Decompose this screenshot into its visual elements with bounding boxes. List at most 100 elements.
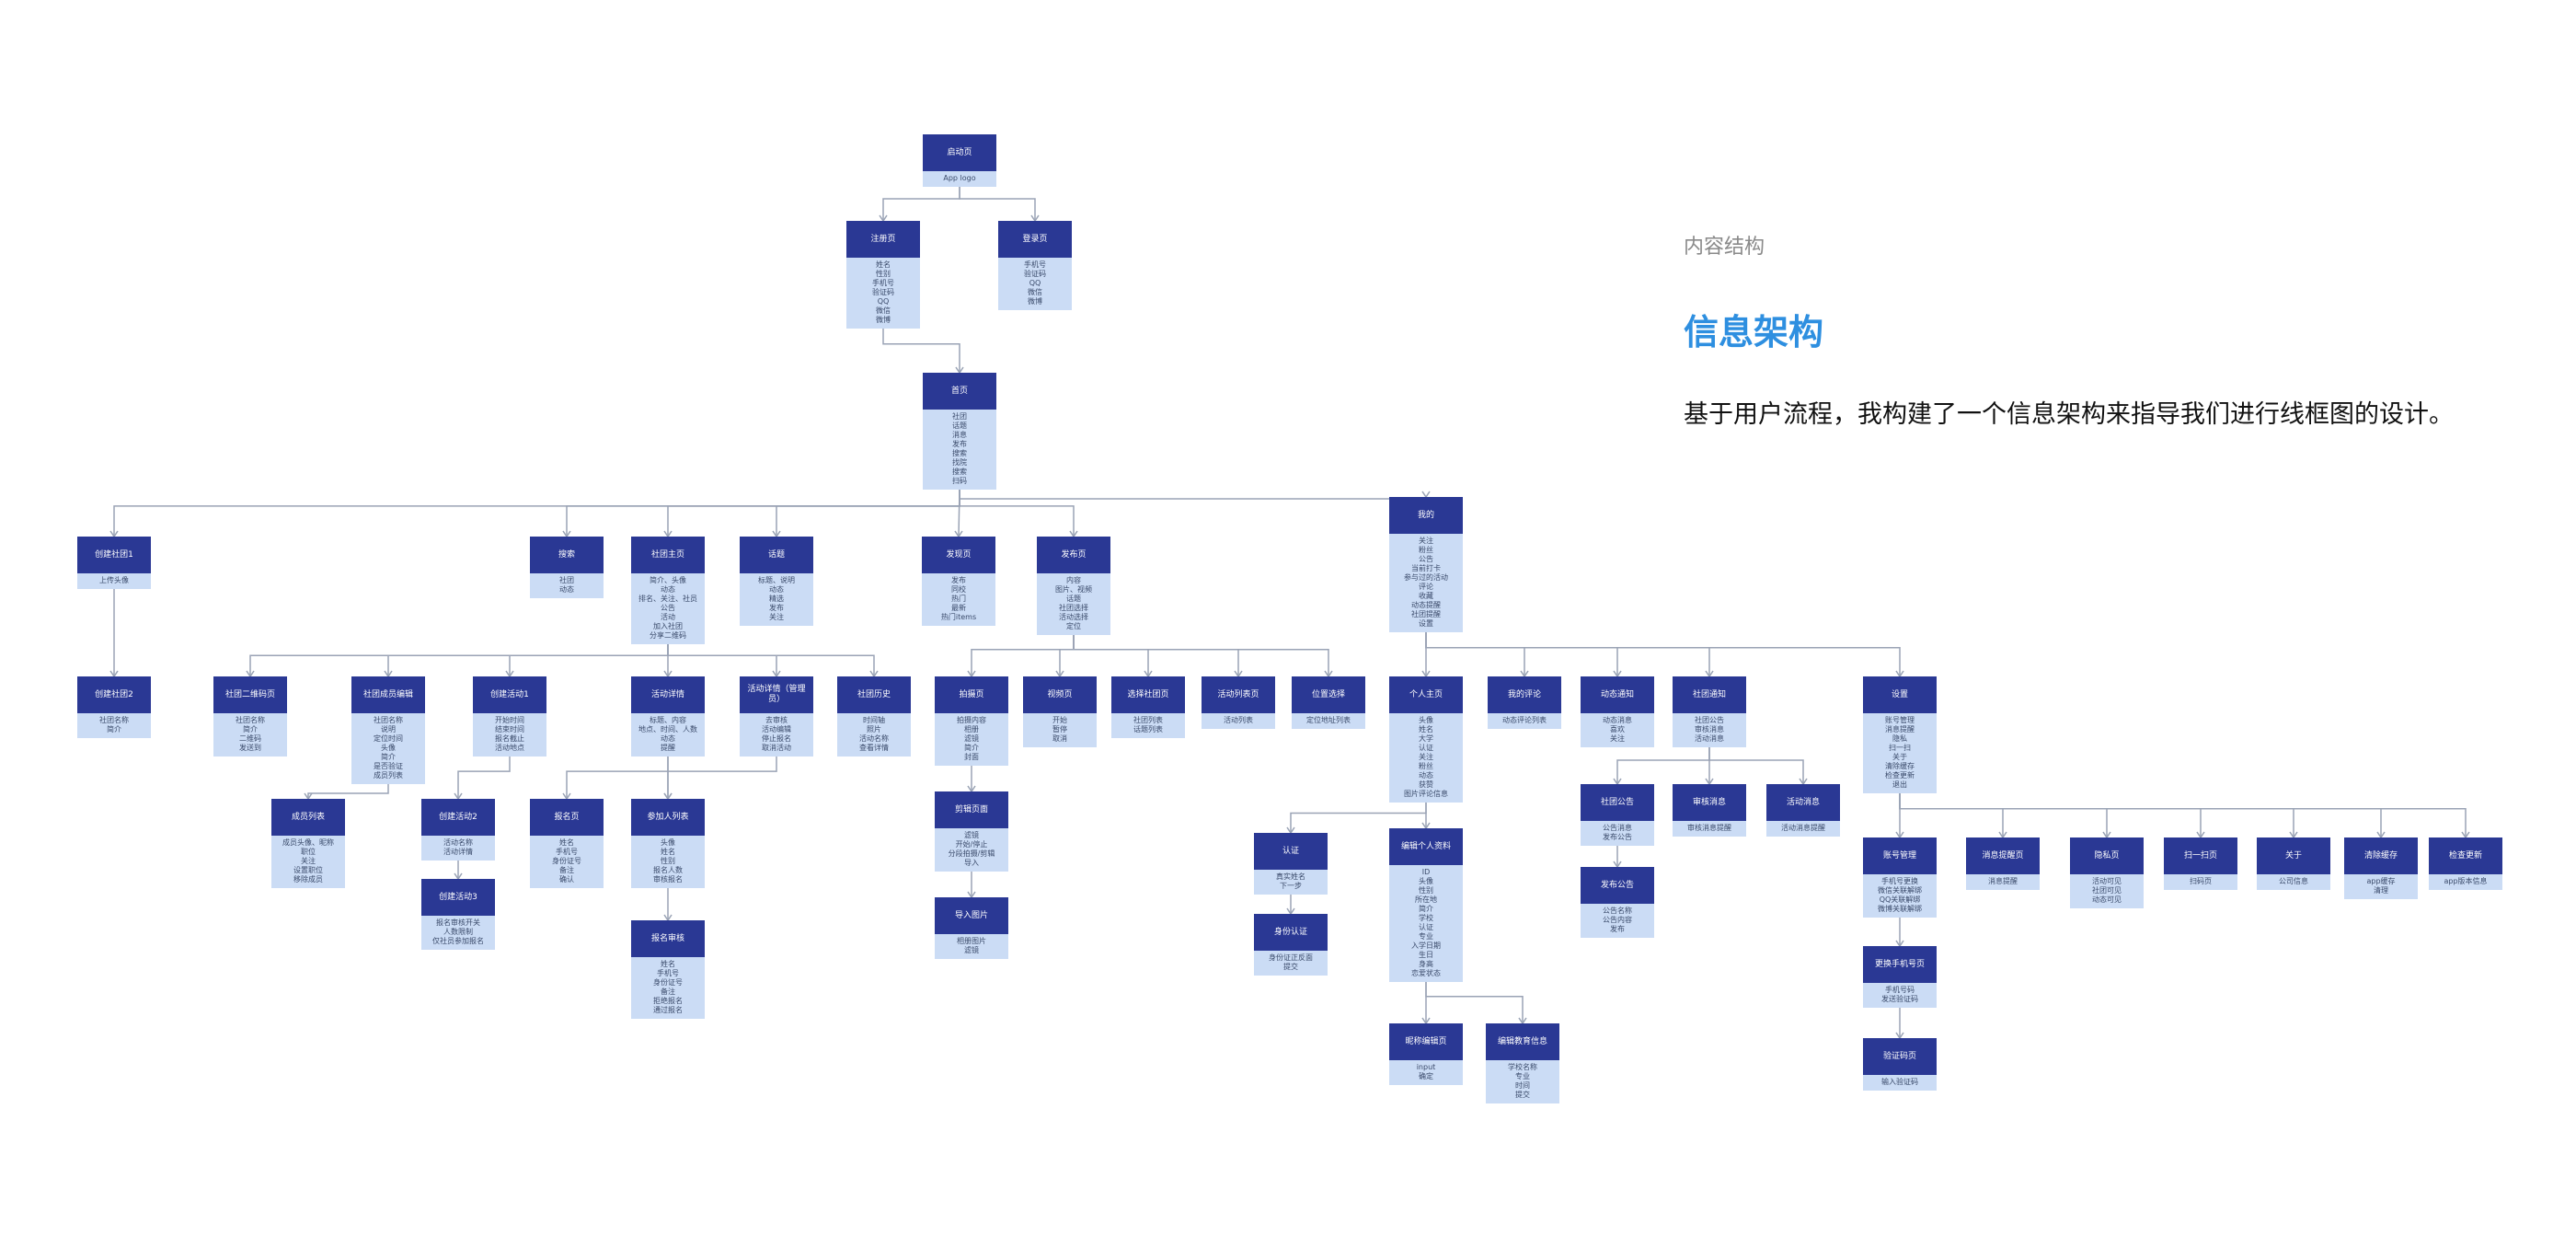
node-item: 动态	[559, 585, 574, 594]
node-items: 社团名称简介	[77, 713, 151, 738]
node-items: 公司信息	[2257, 874, 2330, 890]
node-item: 微信关联解绑	[1878, 886, 1922, 895]
connector-mine-mycomment	[1425, 632, 1525, 676]
node-item: 活动	[661, 613, 675, 621]
node-item: app版本信息	[2444, 877, 2488, 885]
node-title: 编辑个人资料	[1389, 828, 1463, 865]
connector-editprof-school	[1425, 982, 1524, 1023]
node-item: 活动编辑	[762, 725, 791, 734]
node-items: 时间轴照片活动名称查看详情	[837, 713, 911, 757]
node-item: 发布	[951, 576, 966, 584]
node-items: App logo	[923, 171, 996, 187]
node-title: 更换手机号页	[1863, 946, 1937, 983]
connector-club-members	[387, 644, 669, 676]
node-items: 姓名手机号身份证号备注确认	[530, 836, 604, 888]
node-item: 专业	[1419, 932, 1433, 941]
node-items: 输入验证码	[1863, 1075, 1937, 1091]
node-item: 图片、视频	[1055, 585, 1092, 594]
node-items: 活动消息提醒	[1766, 821, 1840, 837]
node-items: 真实姓名下一步	[1254, 870, 1328, 895]
connector-club-qrcode	[249, 644, 669, 676]
connector-settings-update	[1899, 793, 2467, 837]
node-title: 发布页	[1037, 537, 1110, 573]
node-item: 发布	[769, 604, 784, 612]
node-item: 扫码页	[2190, 877, 2212, 885]
node-title: 拍摄页	[935, 676, 1008, 713]
node-item: 头像	[1419, 877, 1433, 885]
node-title: 发现页	[922, 537, 995, 573]
node-items: 社团话题消息发布搜索找院搜索扫码	[923, 410, 996, 490]
node-item: 姓名	[876, 260, 891, 269]
node-item: 恋爱状态	[1411, 969, 1441, 977]
node-title: 创建活动3	[421, 879, 495, 916]
node-item: 头像	[661, 838, 675, 847]
node-items: 社团动态	[530, 573, 604, 598]
node-actsel: 活动列表页活动列表	[1202, 676, 1275, 729]
node-items: 动态评论列表	[1488, 713, 1561, 729]
node-item: 发布	[952, 440, 967, 448]
node-item: 关注	[301, 857, 316, 865]
node-title: 注册页	[846, 221, 920, 258]
node-item: app缓存	[2366, 877, 2396, 885]
node-items: 动态消息喜欢关注	[1581, 713, 1654, 747]
node-items: 姓名手机号身份证号备注拒绝报名通过报名	[631, 957, 705, 1019]
node-items: 开始暂停取消	[1023, 713, 1097, 747]
node-verifypage: 验证码页输入验证码	[1863, 1038, 1937, 1091]
node-title: 消息提醒页	[1966, 837, 2040, 874]
node-title: 创建活动1	[473, 676, 546, 713]
node-item: 账号管理	[1885, 716, 1915, 724]
node-club: 社团主页简介、头像动态排名、关注、社员公告活动加入社团分享二维码	[631, 537, 705, 644]
node-item: 评论	[1419, 583, 1433, 591]
node-clip: 剪辑页面滤镜开始/停止分段拍摄/剪辑导入	[935, 791, 1008, 872]
node-item: App logo	[943, 174, 976, 182]
node-item: 动态	[661, 734, 675, 743]
node-item: 去审核	[765, 716, 788, 724]
node-item: 手机号	[872, 279, 894, 287]
node-item: 入学日期	[1411, 941, 1441, 950]
node-members: 社团成员编辑社团名称说明定位时间头像简介是否验证成员列表	[351, 676, 425, 784]
node-clubann: 社团公告公告消息发布公告	[1581, 784, 1654, 846]
node-title: 社团成员编辑	[351, 676, 425, 713]
node-item: 确认	[559, 875, 574, 884]
node-item: 移除成员	[293, 875, 323, 884]
node-item: 检查更新	[1885, 771, 1915, 780]
node-item: 公告	[1419, 555, 1433, 563]
node-item: 关注	[1419, 537, 1433, 545]
node-item: 动态可见	[2092, 895, 2122, 904]
node-title: 账号管理	[1863, 837, 1937, 874]
node-item: ID	[1421, 868, 1431, 876]
node-title: 创建社团1	[77, 537, 151, 573]
node-item: 动态	[769, 585, 784, 594]
node-item: 开始时间	[495, 716, 524, 724]
node-item: 查看详情	[859, 744, 889, 752]
node-item: 社团列表	[1133, 716, 1163, 724]
node-item: 备注	[661, 988, 675, 996]
node-item: 简介	[964, 744, 979, 752]
connector-settings-msgremind	[1899, 793, 2004, 837]
node-title: 社团二维码页	[213, 676, 287, 713]
node-item: 所在地	[1415, 895, 1437, 904]
node-item: 社团名称	[374, 716, 403, 724]
node-review: 报名审核姓名手机号身份证号备注拒绝报名通过报名	[631, 920, 705, 1019]
node-item: 社团可见	[2092, 886, 2122, 895]
node-item: 照片	[867, 725, 881, 734]
connector-settings-about	[1899, 793, 2294, 837]
node-item: 发布公告	[1603, 833, 1632, 841]
node-school: 编辑教育信息学校名称专业时间提交	[1486, 1023, 1559, 1103]
node-title: 动态通知	[1581, 676, 1654, 713]
node-item: 报名人数	[653, 866, 683, 874]
node-home: 首页社团话题消息发布搜索找院搜索扫码	[923, 373, 996, 490]
node-items: 社团公告审核消息活动消息	[1673, 713, 1746, 747]
node-item: 姓名	[559, 838, 574, 847]
node-title: 创建社团2	[77, 676, 151, 713]
node-item: 精选	[769, 595, 784, 603]
node-item: 热门items	[940, 613, 977, 621]
node-item: 专业	[1515, 1072, 1530, 1080]
node-item: 手机号	[556, 848, 578, 856]
node-item: 图片评论信息	[1404, 790, 1448, 798]
connector-publish-actsel	[1073, 635, 1239, 676]
